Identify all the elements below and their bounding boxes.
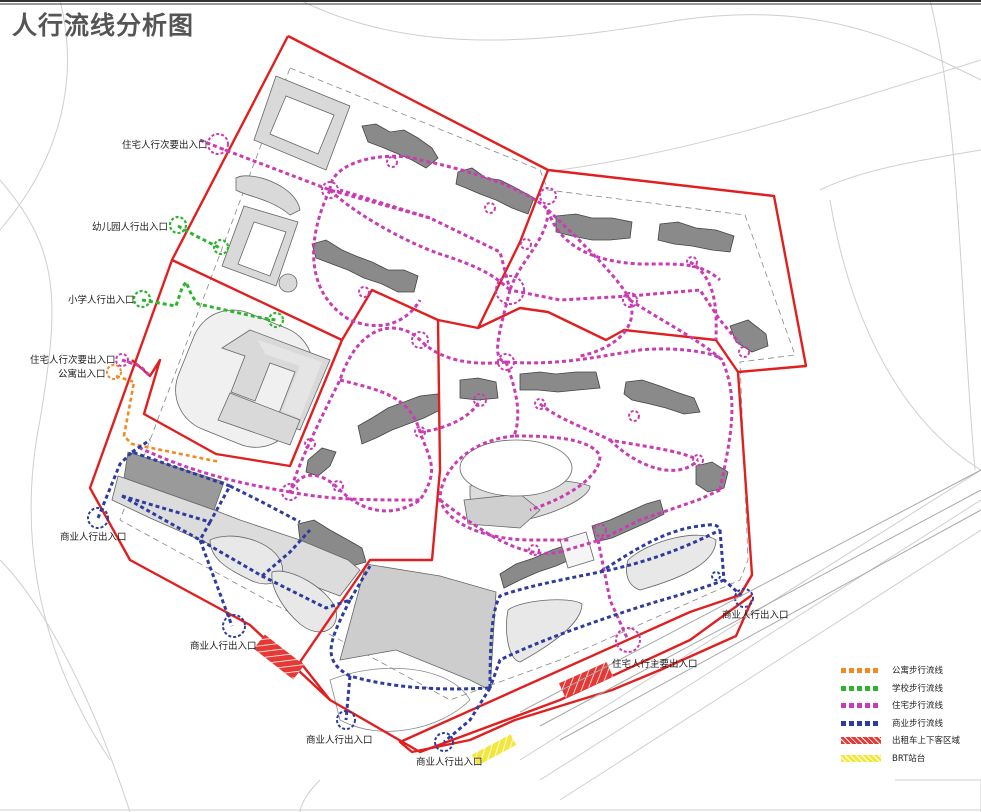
label-commercial-south: 商业人行出入口 [306, 735, 373, 746]
legend-swatch-residential [841, 703, 881, 709]
legend-label: 学校步行流线 [892, 683, 944, 694]
label-res-main: 住宅人行主要出入口 [612, 659, 698, 670]
label-apartment-entry: 公寓出入口 [58, 369, 106, 380]
legend-swatch-school [841, 685, 881, 691]
legend-item: 商业步行流线 [840, 717, 980, 735]
taxi-zone-south [558, 662, 614, 698]
label-commercial-west: 商业人行出入口 [60, 532, 127, 543]
primary-school-gate-marker [267, 311, 285, 329]
legend-item: 学校步行流线 [840, 682, 980, 700]
label-res-secondary-north: 住宅人行次要出入口 [122, 140, 208, 151]
label-commercial-east: 商业人行出入口 [722, 610, 789, 621]
taxi-zone-west [253, 634, 305, 680]
commercial-nodes [87, 507, 754, 752]
legend-swatch-taxi [841, 737, 881, 745]
legend-swatch-apartment [841, 668, 881, 673]
label-commercial-southwest: 商业人行出入口 [190, 641, 257, 652]
label-kindergarten: 幼儿园人行出入口 [92, 222, 169, 233]
legend-item: 出租车上下客区域 [840, 734, 980, 752]
primary-school-entry-marker [132, 289, 152, 309]
kindergarten-gate-marker [212, 238, 230, 256]
residential-nodes [115, 133, 750, 653]
kindergarten-entry-marker [168, 215, 188, 235]
legend-label: 商业步行流线 [892, 718, 944, 729]
legend-label: 公寓步行流线 [892, 666, 944, 676]
east-road [519, 469, 981, 741]
legend-label: BRT站台 [892, 753, 926, 764]
legend: 公寓步行流线 学校步行流线 住宅步行流线 商业步行流线 出租车上下客区域 BRT… [840, 664, 980, 770]
apartment-entry-marker [106, 364, 122, 380]
label-commercial-south2: 商业人行出入口 [416, 757, 483, 768]
south-plaza [329, 667, 471, 732]
label-primary-school: 小学人行出入口 [68, 295, 135, 306]
legend-label: 出租车上下客区域 [892, 736, 961, 747]
apartment-flow [115, 374, 221, 464]
commercial-flow [96, 438, 746, 744]
residential-towers [297, 123, 769, 589]
commercial-buildings [111, 439, 717, 691]
school-flow [141, 224, 277, 322]
legend-item: 公寓步行流线 [840, 664, 980, 682]
school-buildings [175, 75, 351, 448]
label-res-secondary-west: 住宅人行次要出入口 [30, 355, 116, 366]
legend-item: 住宅步行流线 [840, 699, 980, 717]
brt-platform [471, 734, 517, 766]
legend-item: BRT站台 [840, 752, 980, 770]
legend-swatch-brt [841, 754, 881, 762]
page-title: 人行流线分析图 [12, 11, 195, 40]
legend-swatch-commercial [841, 720, 881, 726]
legend-label: 住宅步行流线 [892, 701, 944, 712]
